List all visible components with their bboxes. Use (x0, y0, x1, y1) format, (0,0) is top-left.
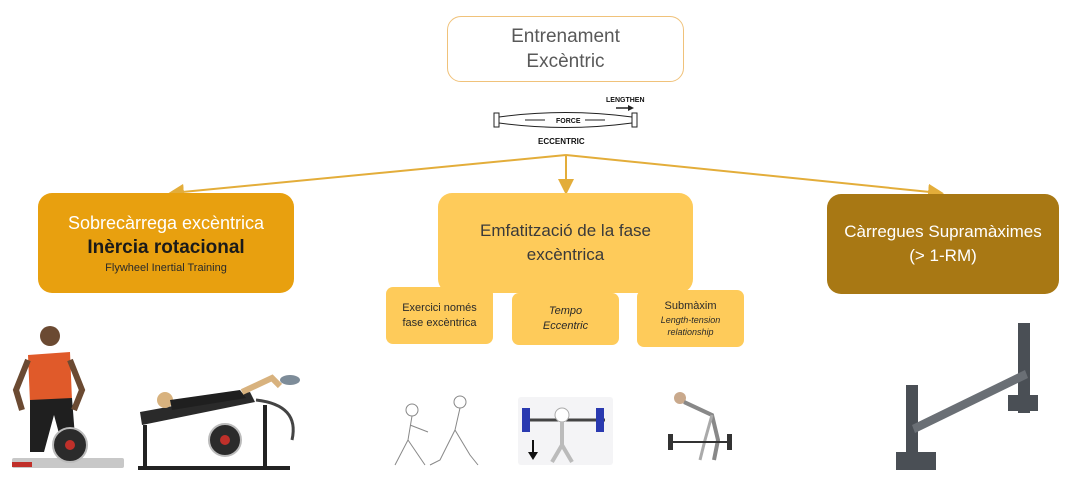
middle-node-line1: Emfatització de la fase (479, 221, 652, 240)
arrow-right (565, 154, 944, 200)
tempo-lifting-image (518, 397, 613, 465)
sub-node-eccentric-only: Exercici només fase excèntrica (386, 287, 493, 344)
eccentric-exercise-sketch-image (394, 395, 479, 466)
flywheel-squat-image (12, 326, 124, 468)
right-node-line1: Càrregues Supramàximes (844, 222, 1042, 241)
connector-arrows (168, 154, 944, 200)
sub-node-1-line1: Exercici només (402, 301, 477, 314)
root-title-line2: Excèntric (526, 51, 605, 72)
eccentric-emphasis-node: Emfatització de la fase excèntrica (438, 193, 693, 293)
supramaximal-loads-node: Càrregues Supramàximes (> 1-RM) (827, 194, 1059, 294)
sub-node-tempo-eccentric: Tempo Eccentric (512, 293, 619, 345)
sub-node-3-line1: Submàxim (664, 300, 717, 312)
leg-curl-machine-image (138, 374, 300, 470)
arrow-left (168, 154, 567, 200)
lengthen-label: LENGTHEN (606, 97, 645, 104)
sub-node-1-line2: fase excèntrica (402, 316, 477, 329)
squat-rack-image (896, 323, 1038, 470)
sub-node-3-line3: relationship (667, 327, 714, 337)
force-label: FORCE (556, 118, 581, 125)
sub-node-3-line2: Length-tension (660, 315, 721, 325)
sub-node-submaximal: Submàxim Length-tension relationship (637, 290, 744, 347)
right-node-line2: (> 1-RM) (909, 246, 977, 265)
sub-node-2-line1: Tempo (548, 305, 583, 317)
eccentric-muscle-diagram: LENGTHEN FORCE ECCENTRIC (493, 97, 645, 146)
eccentric-overload-node: Sobrecàrrega excèntrica Inèrcia rotacion… (38, 193, 294, 293)
root-title-line1: Entrenament (511, 26, 620, 47)
left-node-subtitle: Inèrcia rotacional (87, 236, 245, 258)
sub-node-2-line2: Eccentric (542, 320, 589, 332)
eccentric-training-root-node: Entrenament Excèntric (447, 16, 684, 82)
middle-node-line2: excèntrica (526, 245, 605, 264)
left-node-title: Sobrecàrrega excèntrica (67, 212, 265, 233)
eccentric-label: ECCENTRIC (538, 137, 585, 146)
left-node-caption: Flywheel Inertial Training (105, 261, 227, 274)
submaximal-deadlift-image (668, 392, 732, 461)
